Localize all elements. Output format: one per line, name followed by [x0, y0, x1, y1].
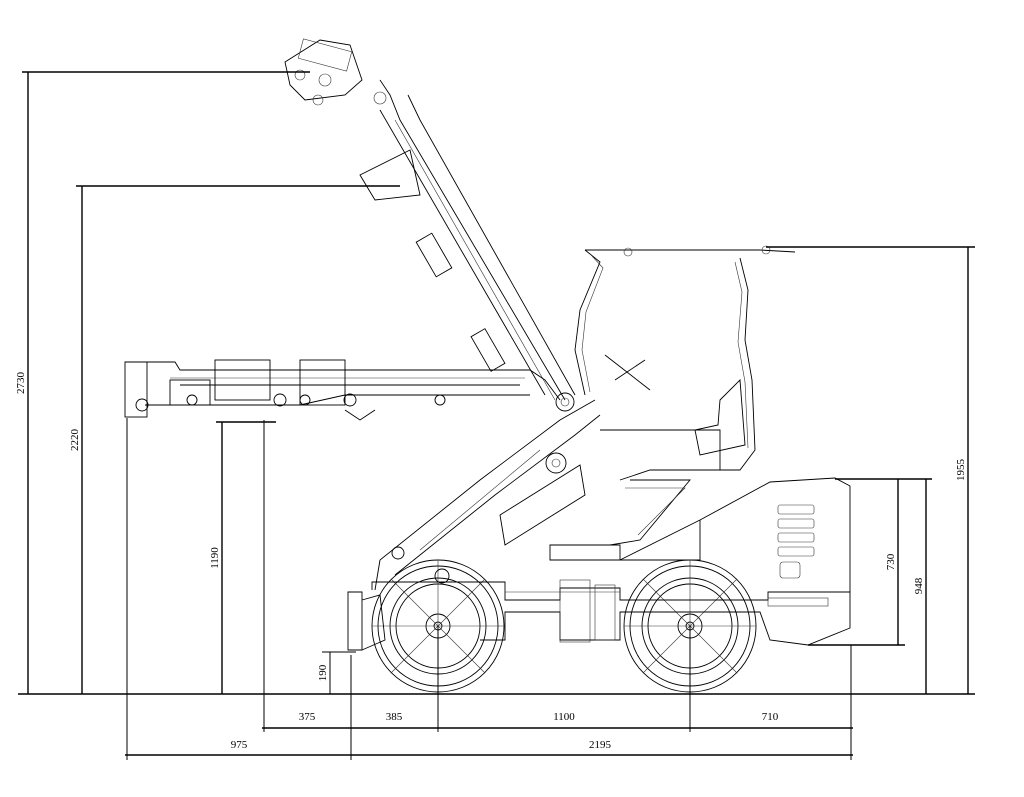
dim-label-375: 375	[299, 711, 316, 723]
dim-bucket-floor-height: 190	[317, 651, 356, 694]
operator-cab	[549, 245, 796, 561]
dim-hood-height: 948	[835, 478, 932, 694]
lift-arm-lowered	[347, 399, 601, 651]
dim-label-2195: 2195	[589, 739, 612, 751]
dim-label-710: 710	[762, 711, 779, 723]
dim-label-2730: 2730	[15, 372, 27, 395]
dim-label-948: 948	[913, 577, 925, 594]
loader-machine	[124, 38, 851, 693]
dimensions: 2730 2220 1190 190 1955	[15, 71, 975, 760]
dim-row-lower: 975 2195	[125, 739, 853, 756]
dim-label-385: 385	[386, 711, 403, 723]
dim-extension-lines	[126, 418, 852, 760]
dim-forward-reach-height: 1190	[209, 421, 276, 694]
dim-label-2220: 2220	[69, 429, 81, 452]
dim-label-1190: 1190	[209, 547, 221, 569]
lift-arm-horizontal	[124, 359, 575, 421]
chassis	[371, 579, 851, 646]
dim-row-upper: 375 385 1100 710	[262, 711, 853, 729]
dim-label-730: 730	[885, 553, 897, 570]
engine-hood	[619, 477, 851, 607]
dim-label-975: 975	[231, 739, 248, 751]
dim-lift-height: 2220	[69, 185, 400, 694]
dim-label-1955: 1955	[955, 459, 967, 482]
dim-max-pin-height: 2730	[15, 71, 310, 694]
dim-label-190: 190	[317, 664, 329, 681]
dim-label-1100: 1100	[553, 711, 575, 723]
lift-arm-raised	[284, 38, 576, 401]
dim-overall-height: 1955	[766, 246, 975, 694]
raised-attachment	[284, 38, 387, 106]
dim-rear-height: 730	[808, 479, 905, 646]
